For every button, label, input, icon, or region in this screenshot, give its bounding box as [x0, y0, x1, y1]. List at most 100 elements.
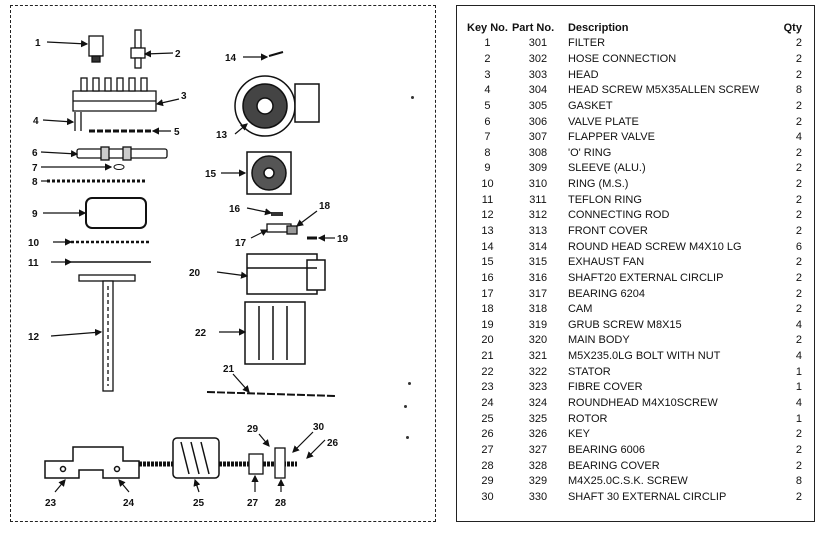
part-head-screw-drawing: [74, 112, 82, 131]
cell-qty: 2: [795, 209, 802, 222]
cell-key-no: 25: [481, 412, 494, 425]
cell-qty: 2: [795, 334, 802, 347]
cell-description: ROUNDHEAD M4X10SCREW: [567, 397, 718, 410]
cell-key-no: 27: [481, 443, 494, 456]
cell-part-no: 322: [528, 365, 548, 378]
cell-qty: 2: [795, 225, 802, 237]
cell-description: HOSE CONNECTION: [567, 52, 677, 65]
cell-description: RING (M.S.): [567, 178, 629, 191]
cell-key-no: 19: [481, 318, 494, 331]
header-description: Description: [567, 22, 629, 34]
cell-part-no: 330: [528, 490, 548, 503]
cell-description: GASKET: [567, 99, 613, 112]
callout-number: 14: [225, 53, 237, 64]
cell-part-no: 319: [528, 318, 548, 331]
callout-number: 11: [28, 258, 39, 269]
cell-qty: 8: [795, 475, 802, 488]
cell-description: FILTER: [567, 37, 606, 50]
cell-qty: 2: [795, 256, 802, 269]
part-valve-plate-drawing: [76, 146, 168, 161]
part-round-head-screw-drawing: [268, 51, 284, 57]
cell-key-no: 7: [484, 131, 491, 144]
callout-number: 6: [32, 148, 38, 159]
callout-number: 25: [193, 498, 205, 509]
part-main-body-drawing: [246, 253, 326, 295]
cell-part-no: 301: [528, 37, 548, 50]
part-head-drawing: [72, 77, 157, 112]
cell-qty: 2: [795, 115, 802, 128]
callout-number: 16: [229, 204, 241, 215]
cell-description: SHAFT20 EXTERNAL CIRCLIP: [567, 271, 724, 284]
cell-part-no: 315: [528, 256, 548, 269]
callout-number: 29: [247, 424, 259, 435]
part-circlip-drawing: [271, 212, 283, 216]
cell-part-no: 306: [528, 115, 548, 128]
part-flapper-valve-drawing: [113, 164, 125, 170]
cell-part-no: 328: [528, 459, 548, 472]
cell-part-no: 313: [528, 225, 548, 237]
cell-description: FIBRE COVER: [567, 381, 643, 394]
part-front-cover-drawing: [234, 75, 320, 137]
cell-key-no: 1: [484, 37, 491, 50]
cell-description: BEARING 6204: [567, 287, 646, 300]
header-part-no: Part No.: [511, 22, 555, 34]
cell-part-no: 326: [528, 428, 548, 441]
callout-number: 12: [28, 332, 40, 343]
cell-key-no: 18: [481, 303, 494, 316]
cell-key-no: 20: [481, 334, 494, 347]
part-fibre-cover-drawing: [44, 446, 140, 479]
callout-number: 4: [33, 116, 39, 127]
cell-description: SHAFT 30 EXTERNAL CIRCLIP: [567, 490, 727, 503]
cell-qty: 1: [795, 412, 802, 425]
cell-key-no: 13: [481, 225, 494, 237]
part-filter-drawing: [88, 35, 104, 63]
cell-qty: 1: [795, 381, 802, 394]
cell-qty: 8: [795, 84, 802, 97]
cell-key-no: 6: [484, 115, 491, 128]
cell-qty: 4: [795, 131, 802, 144]
part-bearing-cam-drawing: [266, 223, 298, 235]
header-key-no: Key No.: [467, 22, 508, 34]
cell-qty: 2: [795, 490, 802, 503]
cell-key-no: 28: [481, 459, 494, 472]
cell-description: BEARING COVER: [567, 459, 660, 472]
cell-qty: 2: [795, 303, 802, 316]
callout-number: 13: [216, 130, 228, 141]
cell-part-no: 327: [528, 443, 548, 456]
cell-qty: 2: [795, 37, 802, 50]
cell-description: ROTOR: [567, 412, 608, 425]
callout-number: 2: [175, 49, 181, 60]
cell-part-no: 307: [528, 131, 548, 144]
callout-number: 15: [205, 169, 217, 180]
callout-number: 22: [195, 328, 207, 339]
part-hose-connection-drawing: [130, 29, 146, 69]
cell-key-no: 14: [481, 240, 494, 253]
cell-part-no: 314: [528, 240, 548, 253]
cell-key-no: 9: [484, 162, 491, 175]
cell-description: FLAPPER VALVE: [567, 131, 655, 144]
cell-key-no: 8: [484, 146, 491, 159]
callout-number: 9: [32, 209, 38, 220]
callout-leaders: [40, 40, 335, 493]
cell-description: SLEEVE (ALU.): [567, 162, 646, 175]
cell-key-no: 21: [481, 350, 494, 363]
cell-description: FRONT COVER: [567, 225, 648, 237]
scan-speck: [404, 405, 407, 408]
cell-key-no: 23: [481, 381, 494, 394]
table-row: 1 301 FILTER 2: [465, 36, 804, 52]
cell-part-no: 324: [528, 397, 548, 410]
cell-qty: 2: [795, 193, 802, 206]
cell-part-no: 320: [528, 334, 548, 347]
